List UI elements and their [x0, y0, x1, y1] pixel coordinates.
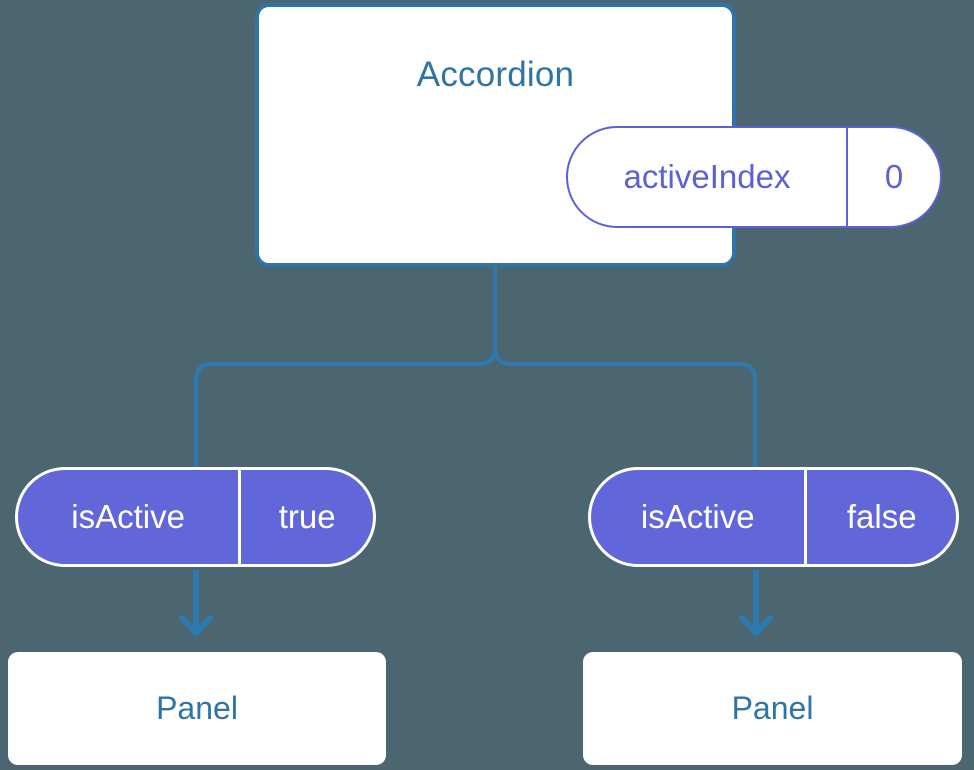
branch-connector-path-right [493, 265, 757, 469]
branch-connector-path [194, 265, 497, 469]
prop-value-label: true [238, 470, 373, 564]
panel-title: Panel [156, 690, 238, 726]
state-pill-active-index[interactable]: activeIndex 0 [566, 126, 942, 228]
prop-key-label: isActive [71, 498, 185, 535]
arrow-left-pill-to-panel [179, 570, 213, 636]
arrow-right-pill-to-panel [739, 570, 773, 636]
panel-component-card-right[interactable]: Panel [583, 652, 962, 765]
accordion-title: Accordion [416, 55, 575, 94]
prop-pill-is-active-true[interactable]: isActive true [15, 467, 376, 567]
prop-key-label: isActive [640, 498, 755, 535]
state-key-label: activeIndex [623, 158, 791, 195]
panel-component-card-left[interactable]: Panel [8, 652, 386, 765]
accordion-component-card[interactable]: Accordion activeIndex 0 [255, 3, 942, 267]
panel-title: Panel [731, 690, 814, 726]
state-value-label: 0 [846, 128, 940, 226]
prop-value-label: false [804, 470, 956, 564]
prop-pill-is-active-false[interactable]: isActive false [588, 467, 959, 567]
